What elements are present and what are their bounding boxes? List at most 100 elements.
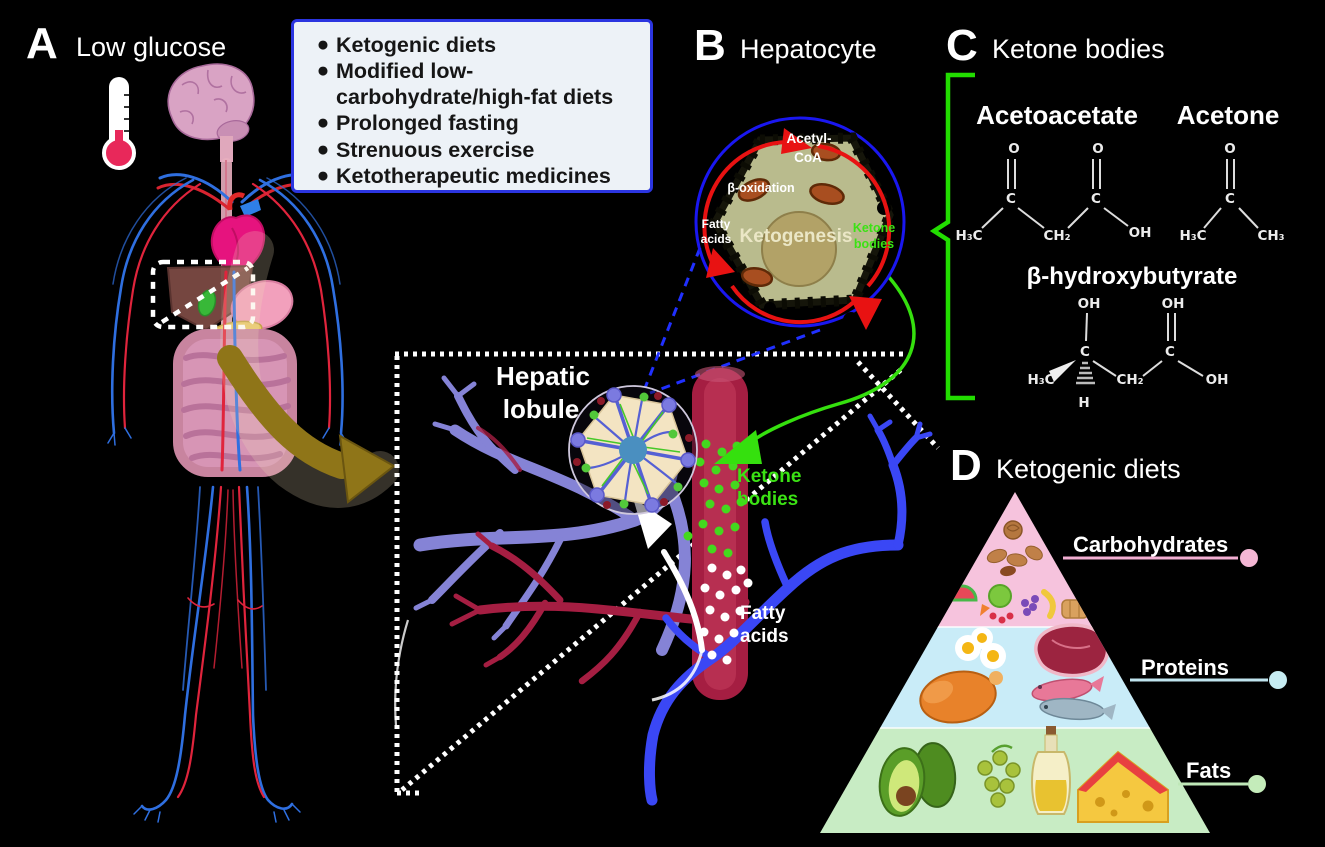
fatty-acid-arrow	[394, 498, 705, 727]
atom-c: C	[1080, 344, 1090, 360]
acetone-atoms: O C H₃C CH₃	[1179, 141, 1284, 244]
proteins-label: Proteins	[1141, 655, 1230, 680]
list-item: ●Modified low-carbohydrate/high-fat diet…	[310, 58, 636, 110]
bullet-icon: ●	[316, 59, 330, 83]
portal-triad-dots	[570, 387, 696, 513]
heart-illustration	[210, 192, 266, 274]
cell-ketone-bodies-label-line2: bodies	[853, 237, 895, 251]
acetoacetate-structure	[981, 159, 1129, 229]
mitochondria	[737, 142, 845, 288]
abdominal-organs	[166, 264, 297, 477]
list-item: ●Prolonged fasting	[310, 110, 636, 136]
wedge-bond	[1049, 360, 1076, 382]
membrane-proteins	[764, 201, 891, 328]
acetyl-coa-label-line1: Acetyl-	[786, 131, 832, 146]
bhb-name: β-hydroxybutyrate	[1026, 263, 1238, 290]
list-item: ● Ketogenic diets	[310, 32, 636, 58]
fat-food-icons	[878, 726, 1169, 823]
hepatic-lobule-label-line1: Hepatic	[496, 361, 590, 391]
atom-c: C	[1225, 191, 1235, 207]
atom-c: C	[1165, 344, 1175, 360]
atom-oh: OH	[1206, 372, 1229, 388]
arm-vessels	[107, 177, 348, 446]
ketone-bodies-bracket	[929, 72, 975, 401]
fatty-acids-label-line2: acids	[740, 626, 789, 647]
cell-fatty-acids-label-line2: acids	[700, 232, 732, 246]
panel-c-letter: C	[946, 21, 978, 70]
panel-d-letter: D	[950, 441, 982, 490]
atom-o: O	[1224, 141, 1235, 157]
cell-ketone-bodies-label-line1: Ketone	[852, 221, 896, 235]
trigger-label: Ketotherapeutic medicines	[336, 163, 611, 188]
human-body-illustration	[107, 63, 348, 823]
trigger-label: Strenuous exercise	[336, 137, 535, 162]
list-item: ●Ketotherapeutic medicines	[310, 163, 636, 189]
zoom-arrow-brown	[217, 345, 396, 504]
panel-a-title: Low glucose	[76, 32, 227, 62]
atom-h3c: H₃C	[955, 228, 982, 244]
panel-c-title: Ketone bodies	[992, 34, 1165, 64]
arteriole-dots	[573, 392, 693, 509]
panel-a-letter: A	[26, 19, 58, 68]
bullet-icon: ●	[316, 137, 330, 161]
acetone-structure	[1203, 159, 1259, 229]
atom-c: C	[1091, 191, 1101, 207]
beta-oxidation-label: β-oxidation	[727, 181, 795, 195]
ketogenesis-triggers-box: ●Ketogenic diets ●Modified low-carbohydr…	[291, 19, 653, 193]
carbohydrates-label: Carbohydrates	[1073, 532, 1229, 557]
atom-h3c: H₃C	[1027, 372, 1054, 388]
atom-o: O	[1092, 141, 1103, 157]
brain-illustration	[167, 63, 255, 162]
ketone-release-arrow	[714, 274, 916, 464]
protein-food-icons	[919, 623, 1116, 724]
atom-o: O	[1008, 141, 1019, 157]
cell-fatty-acids-label-line1: Fatty	[701, 217, 731, 231]
cycle-arrowheads	[706, 128, 882, 330]
list-item: ●Strenuous exercise	[310, 137, 636, 163]
leg-vessels	[133, 485, 301, 823]
hepatic-lobule-label-line2: lobule	[502, 394, 580, 424]
hash-bond	[1076, 361, 1095, 385]
ketone-body-dots	[683, 439, 752, 558]
trigger-label: Ketogenic diets	[336, 33, 497, 57]
ketone-bodies-label-line2: bodies	[737, 489, 799, 510]
fatty-acid-dots	[699, 563, 753, 665]
bullet-icon: ●	[316, 163, 330, 187]
panel-d-title: Ketogenic diets	[996, 454, 1181, 484]
atom-h: H	[1078, 395, 1089, 411]
atom-oh: OH	[1129, 225, 1152, 241]
magnified-panel-border	[394, 351, 940, 796]
atom-h3c: H₃C	[1179, 228, 1206, 244]
hepatocyte-zoom-lines	[643, 247, 821, 395]
hepatic-lobule	[568, 385, 698, 515]
bile-duct-dots	[581, 392, 683, 509]
acetyl-coa-label-line2: CoA	[794, 150, 822, 165]
atom-ch2: CH₂	[1043, 228, 1070, 244]
pyramid-label-lines	[1063, 549, 1287, 793]
hepatocyte-cell	[694, 116, 906, 330]
atom-c: C	[1006, 191, 1016, 207]
bullet-icon: ●	[316, 33, 330, 56]
atom-ch2: CH₂	[1116, 372, 1143, 388]
hepatic-artery-crimson	[449, 426, 750, 685]
trigger-label: Modified low-carbohydrate/high-fat diets	[336, 59, 614, 110]
trigger-label: Prolonged fasting	[336, 111, 519, 136]
ketogenesis-cycle-arrows	[702, 140, 892, 325]
acetone-name: Acetone	[1176, 100, 1280, 130]
liver-zoom-box	[150, 259, 256, 330]
ketone-bodies-label-line1: Ketone	[737, 466, 802, 487]
panel-b-letter: B	[694, 21, 726, 70]
fatty-acids-label-line1: Fatty	[740, 603, 786, 624]
atom-ch3: CH₃	[1257, 228, 1284, 244]
nucleus	[761, 211, 837, 287]
bullet-icon: ●	[316, 111, 330, 135]
panel-b-title: Hepatocyte	[740, 34, 877, 64]
bhb-structure: OH C H₃C H CH₂ C OH OH	[1027, 296, 1228, 411]
thermometer-icon	[102, 77, 136, 170]
acetoacetate-atoms: O C H₃C CH₂ C O OH	[955, 141, 1151, 244]
atom-oh: OH	[1162, 296, 1185, 312]
ketogenesis-label: Ketogenesis	[739, 226, 853, 247]
acetoacetate-name: Acetoacetate	[976, 100, 1138, 130]
